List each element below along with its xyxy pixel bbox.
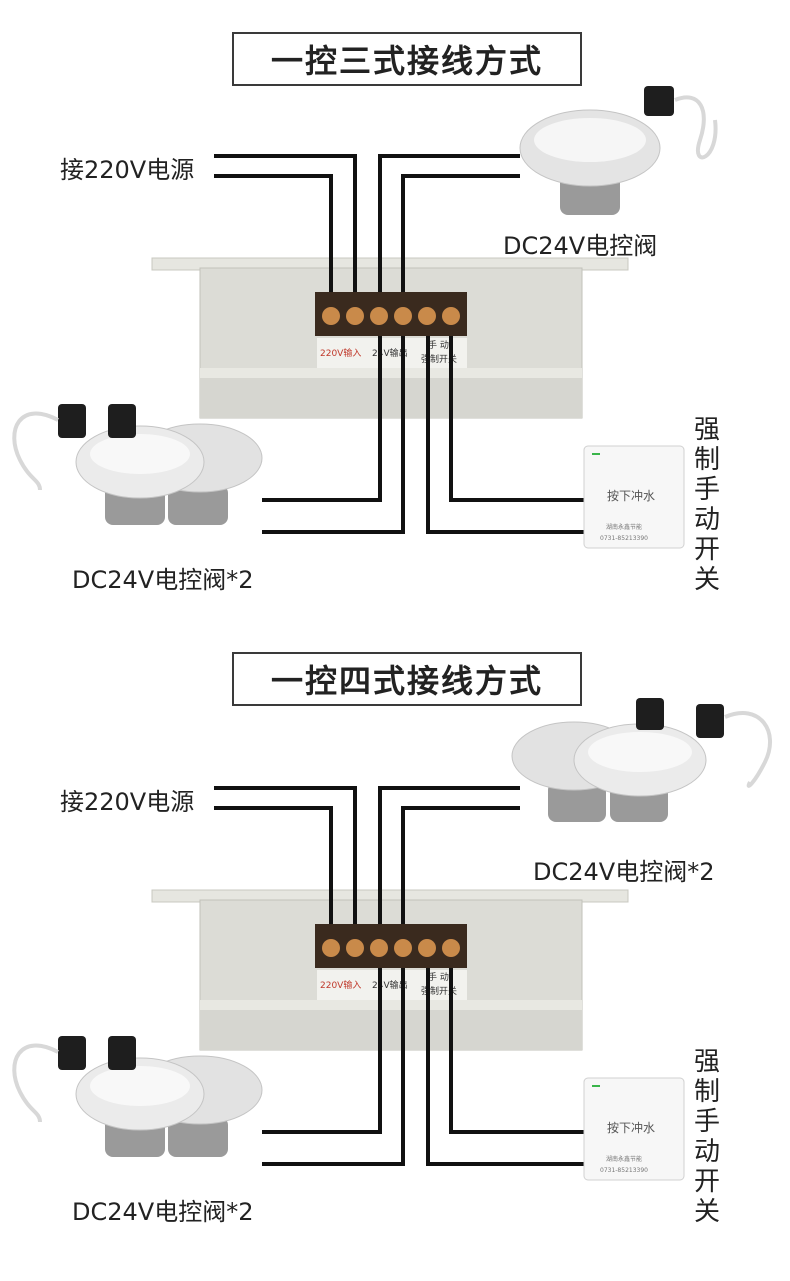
terminal-block: 220V输入 24V输出 手 动 强制开关 xyxy=(315,292,467,368)
wire-valve-top-2 xyxy=(401,806,520,924)
valve-bottom-icon xyxy=(12,404,263,525)
wire-valve-bottom-1 xyxy=(262,968,382,1134)
wire-switch-2 xyxy=(426,968,584,1166)
wire-valve-bottom-2 xyxy=(262,336,405,534)
terminal-block: 220V输入 24V输出 手 动 强制开关 xyxy=(315,924,467,1000)
wire-valve-top-1 xyxy=(378,786,520,924)
power-label: 接220V电源 xyxy=(60,788,195,816)
wire-switch-1 xyxy=(449,968,584,1134)
wiring-section-one-to-three: 一控三式接线方式 220V输入 24V输出 手 动 强制开关 xyxy=(0,0,790,620)
valve-top-icon xyxy=(511,698,772,822)
wire-power-1 xyxy=(214,154,357,292)
wires xyxy=(214,786,584,1166)
switch-brand-text: 湖南永鑫节能 xyxy=(606,523,642,531)
wiring-section-one-to-four: 一控四式接线方式 220V输入 24V输出 手 动 强制开关 xyxy=(0,632,790,1252)
wiring-diagram: 220V输入 24V输出 手 动 强制开关 xyxy=(12,698,772,1181)
wiring-diagram: 220V输入 24V输出 手 动 强制开关 xyxy=(12,86,718,549)
manual-switch-icon: 按下冲水 湖南永鑫节能 0731-85213390 xyxy=(583,1077,685,1181)
terminal-label-switch: 强制开关 xyxy=(421,353,457,365)
switch-phone-text: 0731-85213390 xyxy=(600,535,648,542)
switch-vertical-label: 强制手动开关 xyxy=(693,1047,720,1227)
section-title: 一控三式接线方式 xyxy=(232,32,582,86)
wire-power-1 xyxy=(214,786,357,924)
power-label: 接220V电源 xyxy=(60,156,195,184)
wire-valve-bottom-1 xyxy=(262,336,382,502)
terminal-screw xyxy=(394,307,412,325)
manual-switch-icon: 按下冲水 湖南永鑫节能 0731-85213390 xyxy=(583,445,685,549)
terminal-label-power: 220V输入 xyxy=(320,347,361,359)
terminal-screw xyxy=(442,939,460,957)
valve-top-label: DC24V电控阀*2 xyxy=(533,858,715,886)
terminal-screw xyxy=(346,939,364,957)
terminal-screws xyxy=(322,307,460,325)
valve-top-label: DC24V电控阀 xyxy=(503,232,658,260)
terminal-screw xyxy=(322,307,340,325)
wire-valve-top-2 xyxy=(401,174,520,292)
terminal-screw xyxy=(346,307,364,325)
terminal-screws xyxy=(322,939,460,957)
terminal-screw xyxy=(370,307,388,325)
wire-switch-2 xyxy=(426,336,584,534)
switch-phone-text: 0731-85213390 xyxy=(600,1167,648,1174)
terminal-label-switch: 强制开关 xyxy=(421,985,457,997)
wire-switch-1 xyxy=(449,336,584,502)
switch-brand-text: 湖南永鑫节能 xyxy=(606,1155,642,1163)
wire-power-2 xyxy=(214,806,333,924)
valve-bottom-label: DC24V电控阀*2 xyxy=(72,566,254,594)
switch-button-text: 按下冲水 xyxy=(607,1120,655,1135)
wire-valve-bottom-2 xyxy=(262,968,405,1166)
terminal-screw xyxy=(418,939,436,957)
terminal-label-power: 220V输入 xyxy=(320,979,361,991)
terminal-screw xyxy=(442,307,460,325)
valve-bottom-label: DC24V电控阀*2 xyxy=(72,1198,254,1226)
wires xyxy=(214,154,584,534)
terminal-screw xyxy=(370,939,388,957)
switch-vertical-label: 强制手动开关 xyxy=(693,415,720,595)
switch-button-text: 按下冲水 xyxy=(607,488,655,503)
valve-top-icon xyxy=(519,86,718,215)
wire-power-2 xyxy=(214,174,333,292)
terminal-label-manual: 手 动 xyxy=(428,339,449,351)
terminal-screw xyxy=(418,307,436,325)
terminal-screw xyxy=(322,939,340,957)
wire-valve-top-1 xyxy=(378,154,520,292)
terminal-label-manual: 手 动 xyxy=(428,971,449,983)
terminal-screw xyxy=(394,939,412,957)
section-title: 一控四式接线方式 xyxy=(232,652,582,706)
valve-bottom-icon xyxy=(12,1036,263,1157)
